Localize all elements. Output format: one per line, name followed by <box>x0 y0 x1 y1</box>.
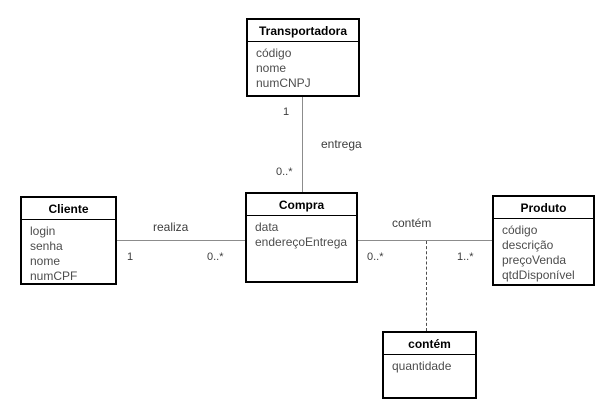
multiplicity-produto-contem: 1..* <box>457 251 474 263</box>
attribute: numCNPJ <box>256 76 311 90</box>
attribute: código <box>502 223 538 237</box>
class-attributes-transportadora: código nome numCNPJ <box>248 42 358 91</box>
multiplicity-transportadora-entrega: 1 <box>283 106 290 118</box>
attribute: data <box>255 220 279 234</box>
attribute: código <box>256 46 292 60</box>
association-label-realiza: realiza <box>153 220 189 234</box>
association-label-entrega: entrega <box>321 137 362 151</box>
multiplicity-cliente-realiza: 1 <box>127 251 134 263</box>
association-line-contem <box>358 240 492 241</box>
class-box-compra: Compra data endereçoEntrega <box>245 192 358 283</box>
class-box-transportadora: Transportadora código nome numCNPJ <box>246 18 360 97</box>
attribute: qtdDisponível <box>502 268 575 282</box>
class-box-produto: Produto código descrição preçoVenda qtdD… <box>492 195 595 286</box>
attribute: endereçoEntrega <box>255 235 348 249</box>
class-title-compra: Compra <box>247 194 356 216</box>
class-title-contem: contém <box>384 333 475 355</box>
class-attributes-compra: data endereçoEntrega <box>247 216 356 250</box>
attribute: preçoVenda <box>502 253 567 267</box>
attribute: numCPF <box>30 269 78 283</box>
class-title-produto: Produto <box>494 197 593 219</box>
multiplicity-compra-contem: 0..* <box>367 251 384 263</box>
attribute: login <box>30 224 56 238</box>
class-attributes-produto: código descrição preçoVenda qtdDisponíve… <box>494 219 593 283</box>
attribute: nome <box>256 61 287 75</box>
association-label-contem: contém <box>392 216 432 230</box>
multiplicity-compra-entrega: 0..* <box>276 166 293 178</box>
attribute: nome <box>30 254 61 268</box>
class-box-contem: contém quantidade <box>382 331 477 399</box>
association-line-entrega <box>302 97 303 192</box>
attribute: senha <box>30 239 63 253</box>
attribute: descrição <box>502 238 554 252</box>
attribute: quantidade <box>392 359 452 373</box>
class-attributes-cliente: login senha nome numCPF <box>22 220 115 284</box>
class-title-cliente: Cliente <box>22 198 115 220</box>
class-attributes-contem: quantidade <box>384 355 475 374</box>
association-line-realiza <box>117 240 245 241</box>
association-class-dashed-line <box>426 241 427 331</box>
multiplicity-compra-realiza: 0..* <box>207 251 224 263</box>
class-box-cliente: Cliente login senha nome numCPF <box>20 196 117 285</box>
class-title-transportadora: Transportadora <box>248 20 358 42</box>
